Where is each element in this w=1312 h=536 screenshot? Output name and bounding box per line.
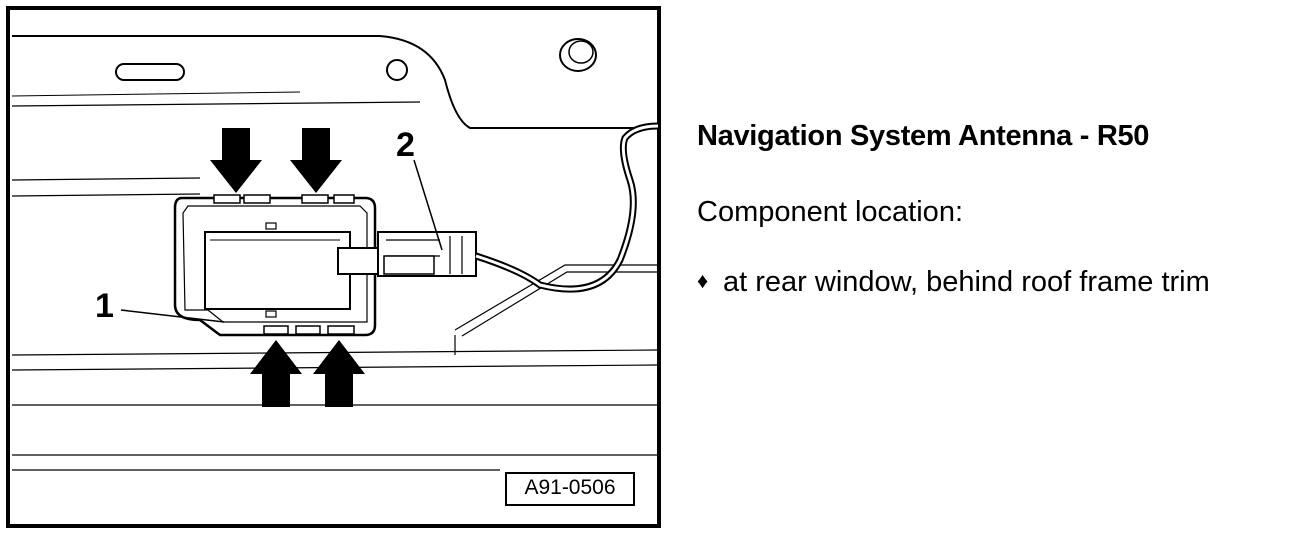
down-arrow-left — [210, 128, 262, 193]
up-arrow-left — [250, 340, 302, 407]
section-subtitle: Component location: — [697, 196, 963, 228]
callout-2: 2 — [396, 126, 415, 164]
location-bullet: ♦ at rear window, behind roof frame trim — [697, 266, 1210, 299]
up-arrow-right — [313, 340, 365, 407]
figure-id-label: A91-0506 — [524, 476, 616, 499]
component-location-illustration: 1 2 A91-0506 — [6, 6, 661, 528]
page-title: Navigation System Antenna - R50 — [697, 120, 1150, 152]
down-arrow-right — [290, 128, 342, 193]
callout-1: 1 — [95, 287, 114, 325]
antenna-drawing — [6, 6, 661, 528]
location-text: at rear window, behind roof frame trim — [723, 266, 1210, 298]
bullet-diamond-icon: ♦ — [697, 268, 709, 293]
